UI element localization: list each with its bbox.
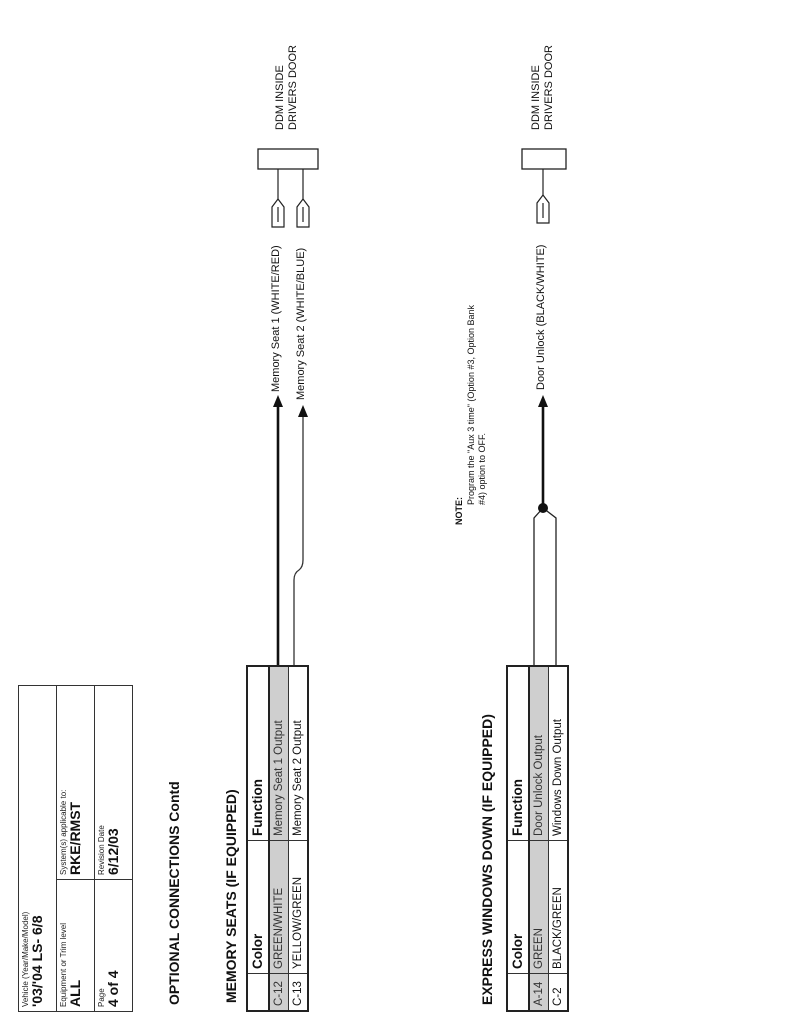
note-line1: Program the "Aux 3 time" (Option #3, Opt… [466, 305, 476, 505]
ddm-module-box [257, 148, 319, 170]
arrow-icon [273, 395, 283, 407]
module-label-line1: DDM INSIDE [274, 65, 286, 130]
module-label: DDM INSIDE DRIVERS DOOR [530, 45, 556, 130]
wire-door-unlock-input [533, 507, 544, 665]
connector-icon [536, 194, 550, 224]
wire-windows-down-input [542, 507, 557, 665]
module-label-line2: DRIVERS DOOR [287, 45, 299, 130]
wire-memory-seat-2 [293, 415, 304, 665]
wire-label-memory-seat-1: Memory Seat 1 (WHITE/RED) [270, 245, 282, 392]
module-label-line2: DRIVERS DOOR [543, 45, 555, 130]
arrow-icon [538, 395, 548, 407]
note-line2: #4) option to OFF. [477, 432, 487, 505]
module-label: DDM INSIDE DRIVERS DOOR [274, 45, 300, 130]
module-label-line1: DDM INSIDE [530, 65, 542, 130]
wire-label-door-unlock: Door Unlock (BLACK/WHITE) [535, 244, 547, 390]
ddm-module-box [521, 148, 567, 170]
arrow-icon [298, 405, 308, 417]
note-title: NOTE: [454, 497, 464, 525]
wire-label-memory-seat-2: Memory Seat 2 (WHITE/BLUE) [295, 247, 307, 400]
note-text: Program the "Aux 3 time" (Option #3, Opt… [466, 305, 488, 505]
connector-icon [271, 198, 310, 228]
